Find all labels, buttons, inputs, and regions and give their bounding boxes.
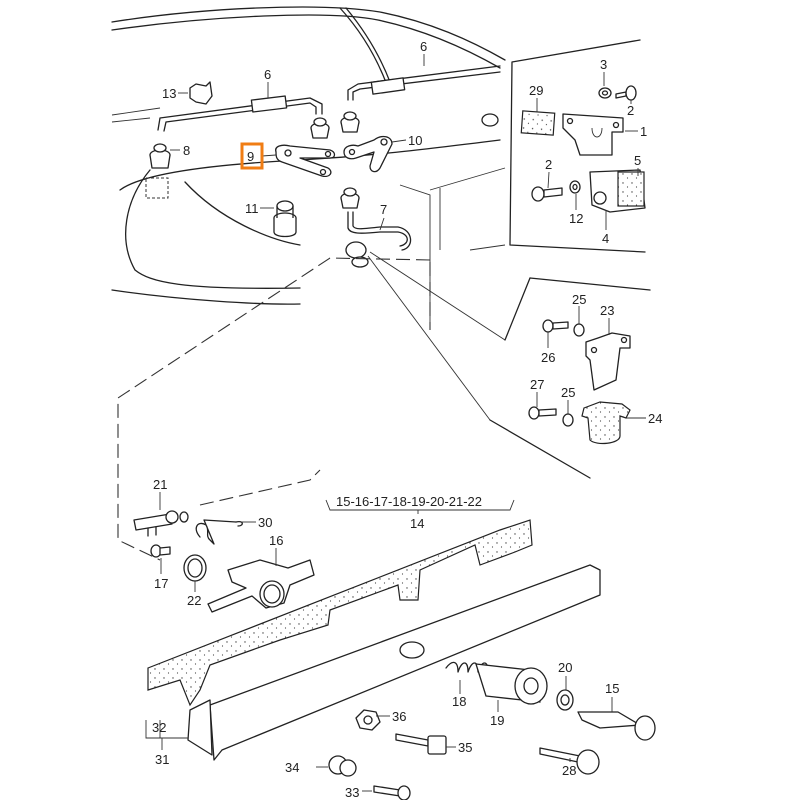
callout-19: 19 xyxy=(490,713,504,728)
highlight-box-9 xyxy=(240,142,264,170)
key-cylinder-15 xyxy=(577,711,656,741)
screw-2-middle xyxy=(531,186,563,202)
callout-25-upper: 25 xyxy=(572,292,586,307)
inset-panel-latch xyxy=(509,39,646,253)
panel-32 xyxy=(147,519,533,707)
washer-25-upper xyxy=(573,323,585,337)
callout-6-left: 6 xyxy=(264,67,271,82)
callout-26: 26 xyxy=(541,350,555,365)
group-members-label: 15-16-17-18-19-20-21-22 xyxy=(336,494,482,509)
striker-4 xyxy=(589,169,646,213)
nut-36 xyxy=(355,709,381,731)
callout-25-lower: 25 xyxy=(561,385,575,400)
callout-5: 5 xyxy=(634,153,641,168)
rod-6-right xyxy=(347,65,501,101)
callout-28: 28 xyxy=(562,763,576,778)
rod-end-socket xyxy=(345,241,369,268)
callout-34: 34 xyxy=(285,760,299,775)
screw-33 xyxy=(373,785,411,800)
callout-27: 27 xyxy=(530,377,544,392)
callout-9: 9 xyxy=(247,149,254,164)
callout-33: 33 xyxy=(345,785,359,800)
ring-22 xyxy=(183,554,207,582)
leader-lines xyxy=(145,54,646,792)
callout-30: 30 xyxy=(258,515,272,530)
screw-26 xyxy=(542,319,569,333)
callout-18: 18 xyxy=(452,694,466,709)
clip-34 xyxy=(328,755,357,777)
callout-31: 31 xyxy=(155,752,169,767)
callout-6-right: 6 xyxy=(420,39,427,54)
callout-13: 13 xyxy=(162,86,176,101)
callout-20: 20 xyxy=(558,660,572,675)
callout-2-top: 2 xyxy=(627,103,634,118)
callout-23: 23 xyxy=(600,303,614,318)
callout-17: 17 xyxy=(154,576,168,591)
callout-36: 36 xyxy=(392,709,406,724)
spring-30 xyxy=(195,519,243,545)
callout-21: 21 xyxy=(153,477,167,492)
bracket-23 xyxy=(585,332,631,391)
grommet-dashed xyxy=(145,177,169,199)
latch-1 xyxy=(562,113,624,156)
callout-7: 7 xyxy=(380,202,387,217)
callout-11: 11 xyxy=(245,201,259,216)
lock-pin-21 xyxy=(133,510,189,537)
callout-15: 15 xyxy=(605,681,619,696)
catch-24 xyxy=(581,401,631,445)
callout-10: 10 xyxy=(408,133,422,148)
group-parent-label: 14 xyxy=(410,516,424,531)
washer-25-lower xyxy=(562,413,574,427)
bushing-11 xyxy=(273,200,297,238)
callout-24: 24 xyxy=(648,411,662,426)
inset-panel-bracket xyxy=(489,277,651,479)
callout-32: 32 xyxy=(152,720,166,735)
callout-8: 8 xyxy=(183,143,190,158)
callout-16: 16 xyxy=(269,533,283,548)
rod-7 xyxy=(347,211,412,251)
rod-6-left xyxy=(157,95,323,132)
screw-35 xyxy=(395,733,447,755)
dashed-assembly-outline xyxy=(117,257,431,561)
bolt-17 xyxy=(150,544,171,558)
lock-housing-16 xyxy=(207,559,315,613)
lever-10 xyxy=(343,135,393,173)
callout-1: 1 xyxy=(640,124,647,139)
cylinder-19 xyxy=(475,663,548,705)
grommet xyxy=(310,111,499,209)
callout-2-middle: 2 xyxy=(545,157,552,172)
callout-35: 35 xyxy=(458,740,472,755)
callout-12: 12 xyxy=(569,211,583,226)
bracket-29 xyxy=(520,110,556,136)
callout-4: 4 xyxy=(602,231,609,246)
clip-13 xyxy=(189,81,213,105)
washer-12 xyxy=(569,180,581,194)
lever-9 xyxy=(275,144,336,178)
screw-2-top xyxy=(615,85,637,101)
callout-3: 3 xyxy=(600,57,607,72)
ring-20 xyxy=(556,689,574,711)
screw-27 xyxy=(528,406,557,420)
panel-31 xyxy=(187,564,601,761)
callout-labels: 13 6 6 8 9 10 11 7 29 3 2 1 5 2 12 4 25 … xyxy=(152,39,662,800)
callout-22: 22 xyxy=(187,593,201,608)
grommet-8 xyxy=(149,143,171,169)
callout-29: 29 xyxy=(529,83,543,98)
washer-3 xyxy=(598,87,612,99)
